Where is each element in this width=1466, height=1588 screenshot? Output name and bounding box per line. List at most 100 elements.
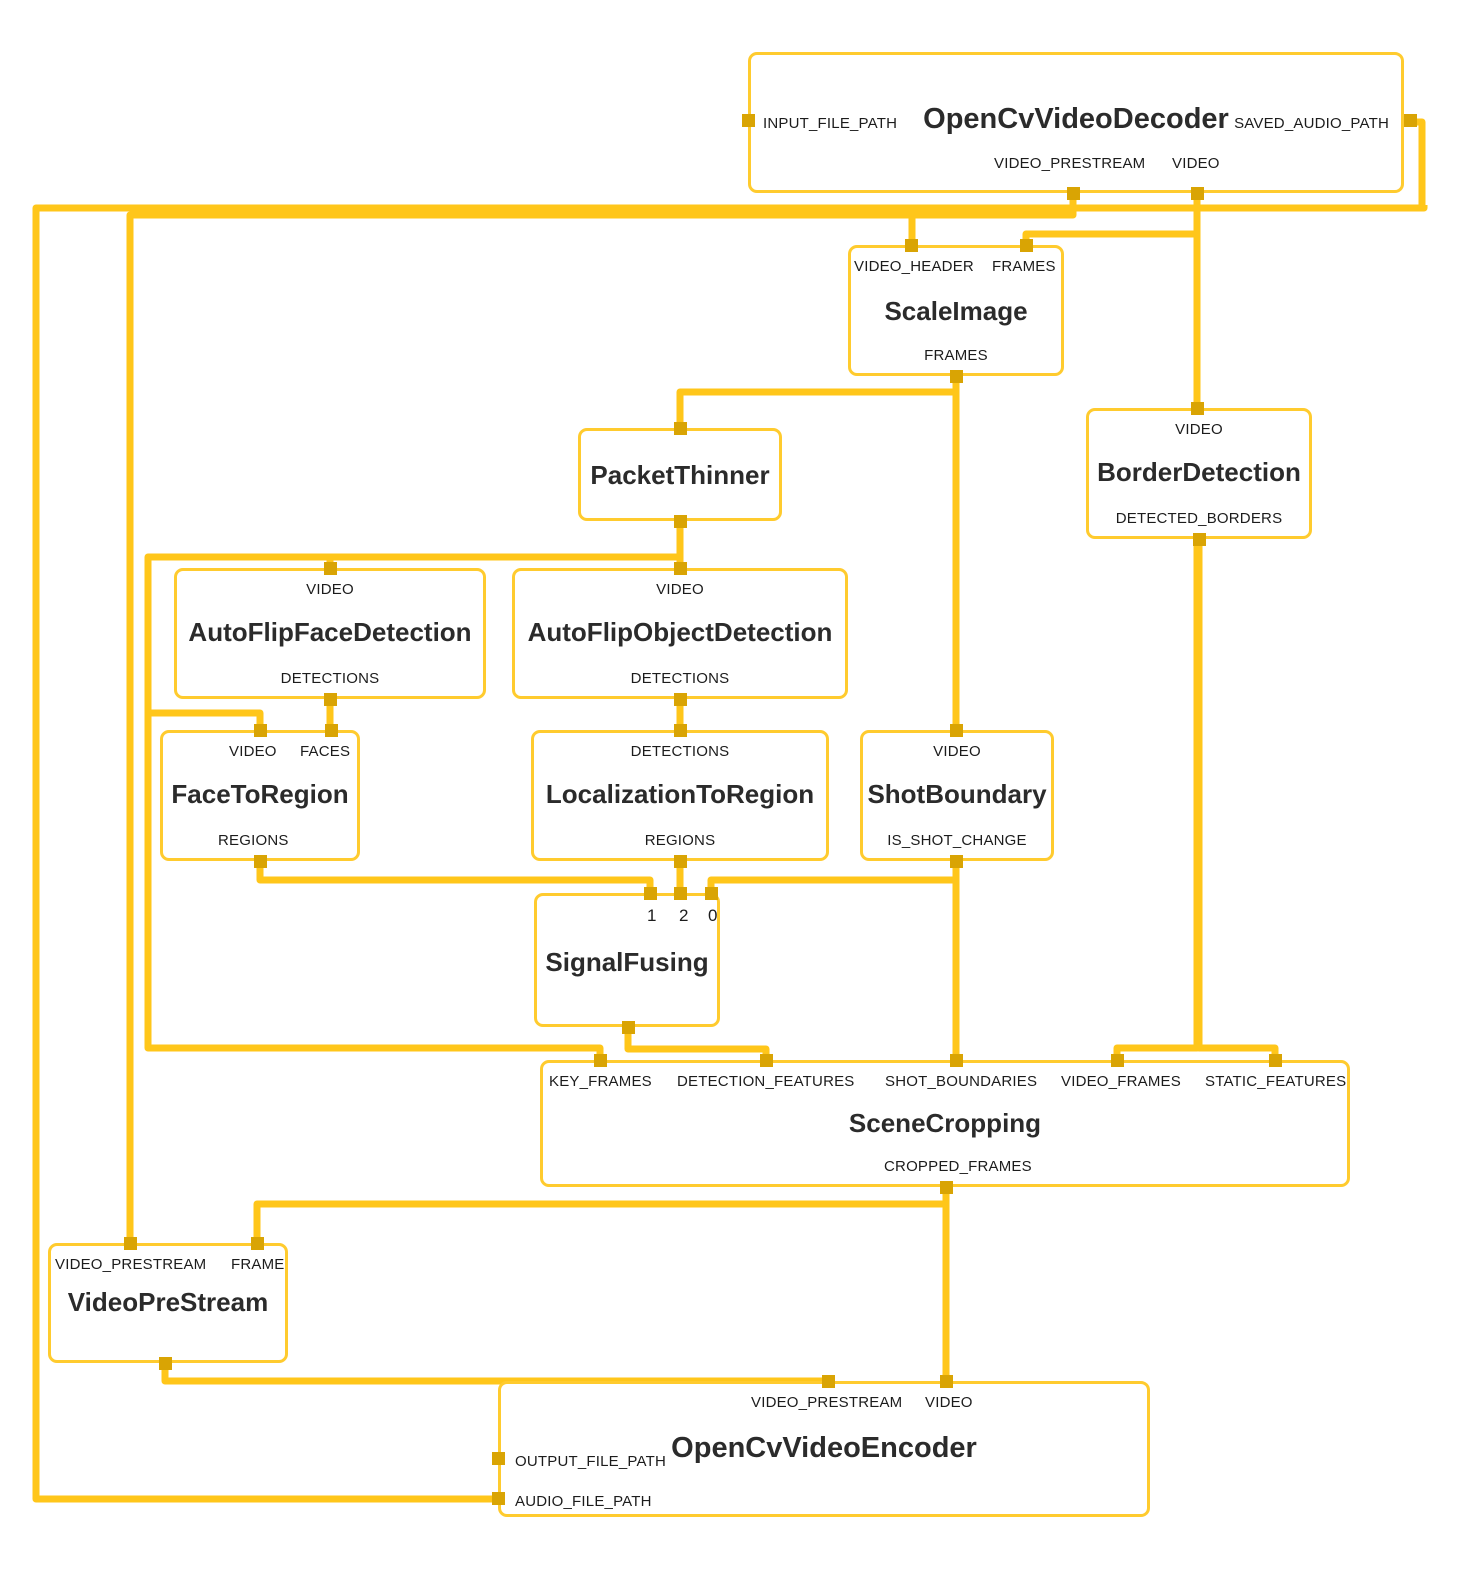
- port-label-video-prestream: VIDEO_PRESTREAM: [994, 155, 1146, 172]
- edge-croppedframes-to-frame: [253, 1187, 950, 1243]
- port-label-facetoregion-faces: FACES: [300, 743, 351, 760]
- port-label-sf-2: 2: [679, 906, 689, 925]
- port-video-prestream-out[interactable]: [1067, 187, 1080, 200]
- port-sf-2[interactable]: [674, 887, 687, 900]
- node-video-prestream[interactable]: VideoPreStream VIDEO_PRESTREAM FRAME: [48, 1243, 288, 1363]
- port-enc-video-prestream[interactable]: [822, 1375, 835, 1388]
- port-label-l2r-detections: DETECTIONS: [630, 743, 730, 760]
- port-label-video-header: VIDEO_HEADER: [854, 258, 974, 275]
- port-label-video: VIDEO: [1172, 155, 1220, 172]
- port-key-frames[interactable]: [594, 1054, 607, 1067]
- node-title-scaleimage: ScaleImage: [884, 296, 1028, 326]
- port-label-saved-audio-path: SAVED_AUDIO_PATH: [1234, 115, 1389, 132]
- port-label-detection-features: DETECTION_FEATURES: [677, 1073, 855, 1090]
- node-title-autoflipobjectdetection: AutoFlipObjectDetection: [527, 617, 833, 647]
- node-opencv-video-decoder[interactable]: OpenCvVideoDecoder INPUT_FILE_PATH SAVED…: [748, 52, 1404, 193]
- port-borderdetection-video[interactable]: [1191, 402, 1204, 415]
- port-facetoregion-faces[interactable]: [325, 724, 338, 737]
- edge-savedaudio-to-audiofilepath: [1410, 118, 1426, 209]
- port-detected-borders[interactable]: [1193, 533, 1206, 546]
- edge-prestream-to-videoprestream: [126, 211, 1073, 1243]
- edge-video-to-videoframes: [1113, 539, 1201, 1060]
- port-label-vps-frame: FRAME: [231, 1256, 285, 1273]
- node-border-detection[interactable]: BorderDetection VIDEO DETECTED_BORDERS: [1086, 408, 1312, 539]
- port-facedet-detections[interactable]: [324, 693, 337, 706]
- node-signal-fusing[interactable]: SignalFusing 1 2 0: [534, 893, 720, 1027]
- port-input-file-path[interactable]: [742, 114, 755, 127]
- edge-video-to-scaleimage: [1022, 193, 1201, 245]
- node-title-localizationtoregion: LocalizationToRegion: [545, 779, 815, 809]
- port-packetthinner-in[interactable]: [674, 422, 687, 435]
- port-vps-frame[interactable]: [251, 1237, 264, 1250]
- port-is-shot-change[interactable]: [950, 855, 963, 868]
- port-facetoregion-video[interactable]: [254, 724, 267, 737]
- port-label-key-frames: KEY_FRAMES: [549, 1073, 652, 1090]
- port-shotboundary-video[interactable]: [950, 724, 963, 737]
- port-video-out[interactable]: [1191, 187, 1204, 200]
- port-label-scaleimage-frames-out: FRAMES: [924, 347, 988, 364]
- port-label-video-frames: VIDEO_FRAMES: [1061, 1073, 1181, 1090]
- port-video-frames[interactable]: [1111, 1054, 1124, 1067]
- port-label-cropped-frames: CROPPED_FRAMES: [884, 1158, 1032, 1175]
- port-label-shotboundary-video: VIDEO: [933, 743, 981, 760]
- node-title-videoprestream: VideoPreStream: [67, 1287, 269, 1317]
- port-label-facedet-video: VIDEO: [306, 581, 354, 598]
- port-label-output-file-path: OUTPUT_FILE_PATH: [515, 1453, 667, 1470]
- port-scaleimage-frames-in[interactable]: [1020, 239, 1033, 252]
- node-title-scenecropping: SceneCropping: [848, 1108, 1042, 1138]
- node-scene-cropping[interactable]: SceneCropping KEY_FRAMES DETECTION_FEATU…: [540, 1060, 1350, 1187]
- port-label-detected-borders: DETECTED_BORDERS: [1115, 510, 1283, 527]
- port-l2r-detections[interactable]: [674, 724, 687, 737]
- port-packetthinner-out[interactable]: [674, 515, 687, 528]
- port-label-sf-1: 1: [647, 906, 657, 925]
- port-l2r-regions[interactable]: [674, 855, 687, 868]
- port-objdet-video[interactable]: [674, 562, 687, 575]
- port-label-objdet-detections: DETECTIONS: [630, 670, 730, 687]
- node-title-borderdetection: BorderDetection: [1097, 457, 1301, 487]
- port-label-facedet-detections: DETECTIONS: [280, 670, 380, 687]
- port-cropped-frames[interactable]: [940, 1181, 953, 1194]
- port-label-audio-file-path: AUDIO_FILE_PATH: [515, 1493, 652, 1510]
- edge-frames-to-packetthinner: [676, 376, 960, 428]
- node-autoflip-object-detection[interactable]: AutoFlipObjectDetection VIDEO DETECTIONS: [512, 568, 848, 699]
- port-video-header[interactable]: [905, 239, 918, 252]
- port-saved-audio-path[interactable]: [1404, 114, 1417, 127]
- node-title-facetoregion: FaceToRegion: [171, 779, 349, 809]
- port-static-features[interactable]: [1269, 1054, 1282, 1067]
- node-face-to-region[interactable]: FaceToRegion VIDEO FACES REGIONS: [160, 730, 360, 861]
- edge-borders-to-staticfeatures: [1195, 539, 1279, 1060]
- port-vps-video-prestream[interactable]: [124, 1237, 137, 1250]
- port-label-borderdetection-video: VIDEO: [1175, 421, 1223, 438]
- port-sf-1[interactable]: [644, 887, 657, 900]
- node-autoflip-face-detection[interactable]: AutoFlipFaceDetection VIDEO DETECTIONS: [174, 568, 486, 699]
- port-sf-0[interactable]: [705, 887, 718, 900]
- node-opencv-video-encoder[interactable]: OpenCvVideoEncoder VIDEO_PRESTREAM VIDEO…: [498, 1381, 1150, 1517]
- port-shot-boundaries[interactable]: [950, 1054, 963, 1067]
- port-vps-out[interactable]: [159, 1357, 172, 1370]
- node-title-signalfusing: SignalFusing: [545, 947, 709, 977]
- port-enc-video[interactable]: [940, 1375, 953, 1388]
- port-label-sf-0: 0: [708, 906, 718, 925]
- port-label-enc-video-prestream: VIDEO_PRESTREAM: [751, 1394, 903, 1411]
- port-scaleimage-frames-out[interactable]: [950, 370, 963, 383]
- port-detection-features[interactable]: [760, 1054, 773, 1067]
- port-label-scaleimage-frames-in: FRAMES: [992, 258, 1056, 275]
- port-label-enc-video: VIDEO: [925, 1394, 973, 1411]
- port-output-file-path[interactable]: [492, 1452, 505, 1465]
- port-label-facetoregion-video: VIDEO: [229, 743, 277, 760]
- node-shot-boundary[interactable]: ShotBoundary VIDEO IS_SHOT_CHANGE: [860, 730, 1054, 861]
- port-label-input-file-path: INPUT_FILE_PATH: [763, 115, 898, 132]
- port-sf-out[interactable]: [622, 1021, 635, 1034]
- edge-sf-to-detectionfeatures: [624, 1027, 770, 1060]
- node-scale-image[interactable]: ScaleImage VIDEO_HEADER FRAMES FRAMES: [848, 245, 1064, 376]
- node-localization-to-region[interactable]: LocalizationToRegion DETECTIONS REGIONS: [531, 730, 829, 861]
- port-facedet-video[interactable]: [324, 562, 337, 575]
- port-facetoregion-regions[interactable]: [254, 855, 267, 868]
- node-title-packetthinner: PacketThinner: [590, 460, 770, 490]
- edge-regions-to-sf1: [256, 861, 654, 893]
- port-label-shot-boundaries: SHOT_BOUNDARIES: [885, 1073, 1038, 1090]
- node-packet-thinner[interactable]: PacketThinner: [578, 428, 782, 521]
- node-title-autoflipfacedetection: AutoFlipFaceDetection: [188, 617, 472, 647]
- port-objdet-detections[interactable]: [674, 693, 687, 706]
- port-audio-file-path[interactable]: [492, 1492, 505, 1505]
